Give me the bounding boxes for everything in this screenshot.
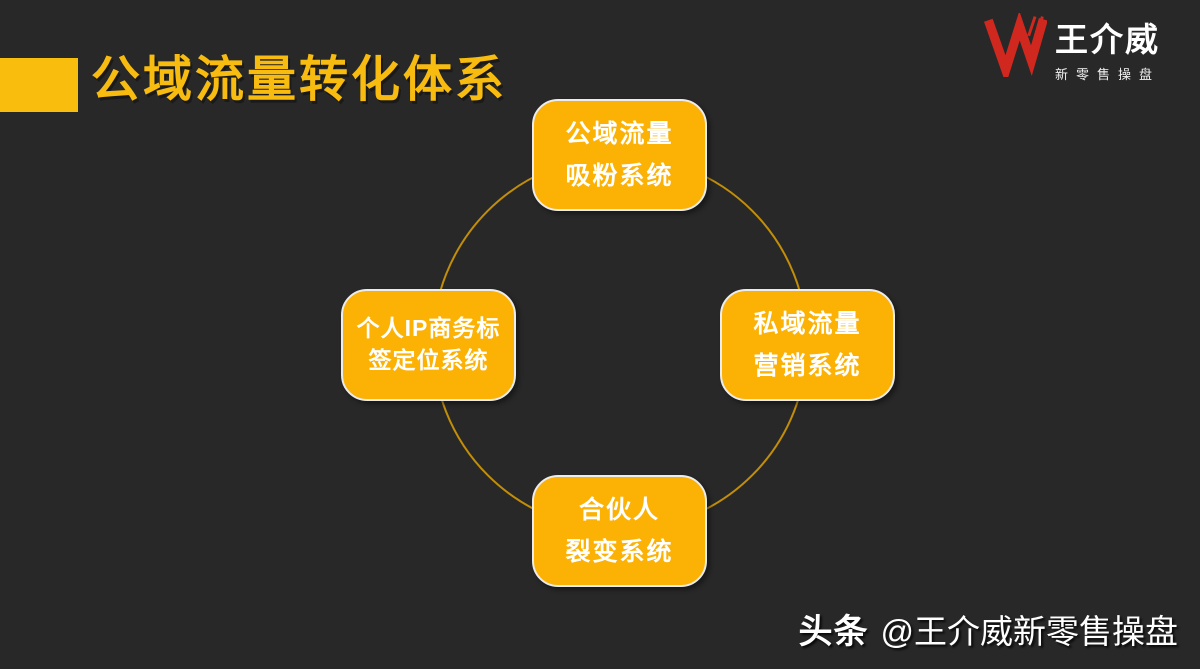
watermark: 头条 @王介威新零售操盘 [799,604,1179,653]
node-label-line: 裂变系统 [565,538,674,566]
node-label-line: 私域流量 [753,310,862,338]
platform-logo-text: 头条 [798,613,869,651]
brand-w-icon [983,13,1047,77]
title-accent-bar [0,58,78,112]
node-partner-fission: 合伙人 裂变系统 [532,475,707,587]
node-label-line: 签定位系统 [368,347,489,373]
page-title: 公域流量转化体系 [91,53,508,107]
brand-logo: 王介威 新零售操盘 [981,13,1160,83]
node-label-line: 营销系统 [753,352,862,380]
node-label-line: 合伙人 [578,496,660,524]
brand-name: 王介威 [1054,21,1160,58]
node-label-line: 吸粉系统 [565,162,674,190]
brand-tagline: 新零售操盘 [1054,67,1160,83]
account-handle: @王介威新零售操盘 [880,613,1179,650]
node-label-line: 个人IP商务标 [356,315,501,342]
node-private-traffic: 私域流量 营销系统 [720,289,895,401]
node-public-traffic: 公域流量 吸粉系统 [532,99,707,211]
node-personal-ip: 个人IP商务标 签定位系统 [341,289,516,401]
brand-text: 王介威 新零售操盘 [1054,21,1160,83]
node-label-line: 公域流量 [565,120,674,148]
